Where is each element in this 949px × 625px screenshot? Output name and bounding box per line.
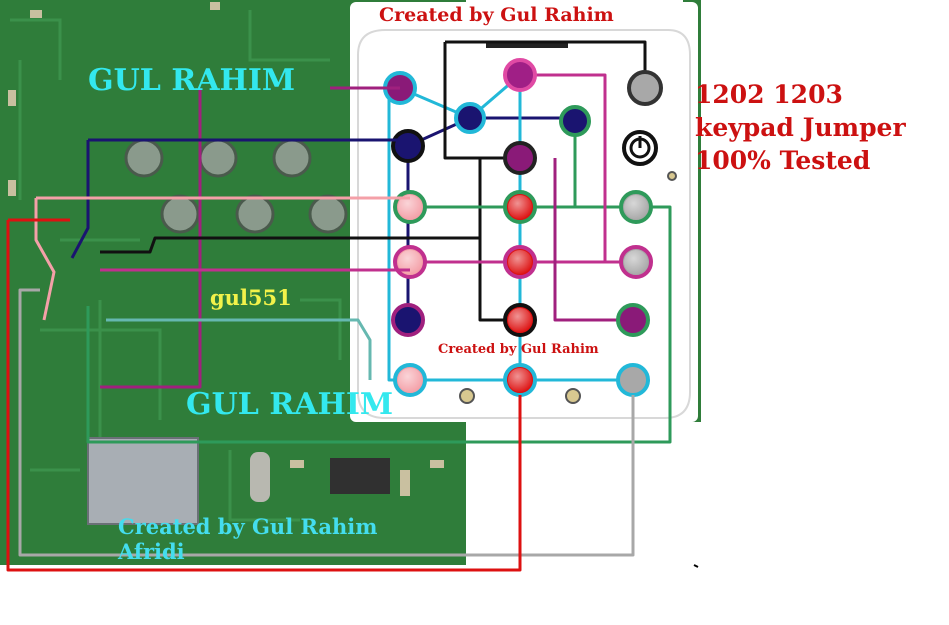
footer-credit-line1: Created by Gul Rahim	[118, 514, 378, 539]
footer-credit-line2: Afridi	[118, 539, 185, 565]
top-credit-banner: Created by Gul Rahim	[375, 5, 685, 26]
external-wires	[6, 86, 672, 572]
pcb-smd-parts	[8, 2, 444, 525]
model-numbers: 1202 1203	[695, 80, 843, 109]
stray-mark	[693, 564, 699, 568]
wire-black-panel	[443, 42, 520, 160]
author-name-upper: GUL RAHIM	[88, 63, 296, 98]
pad-gloss	[398, 195, 648, 392]
pad	[503, 58, 537, 92]
power-key-icon	[629, 136, 651, 159]
pcb-board-under-panel	[350, 420, 466, 432]
footer-credit: Created by Gul Rahim Afridi	[118, 514, 448, 564]
small-gold-dots	[459, 171, 677, 404]
model-info: 1202 1203 keypad Jumper 100% Tested	[695, 78, 945, 177]
model-description: keypad Jumper	[695, 113, 906, 142]
top-connector-bar	[486, 42, 568, 48]
pad	[616, 303, 650, 337]
tested-note: 100% Tested	[695, 146, 871, 175]
wire-teal-mid	[106, 318, 372, 380]
pad	[627, 70, 663, 106]
wire-red-long	[6, 220, 522, 572]
pad	[391, 303, 425, 337]
pad	[503, 141, 537, 175]
pcb-component-pads	[124, 138, 348, 234]
pad	[559, 105, 591, 137]
user-tag: gul551	[210, 285, 292, 310]
pad	[454, 102, 486, 134]
wire-gray-long	[18, 288, 635, 557]
pad-credit: Created by Gul Rahim	[438, 342, 599, 357]
author-name-lower: GUL RAHIM	[186, 387, 394, 422]
pad	[616, 363, 650, 397]
wire-green-long	[86, 205, 672, 444]
wire-black-short	[100, 236, 480, 254]
pad	[391, 129, 425, 163]
pcb-traces	[10, 10, 342, 522]
keypad-outline	[357, 29, 691, 419]
